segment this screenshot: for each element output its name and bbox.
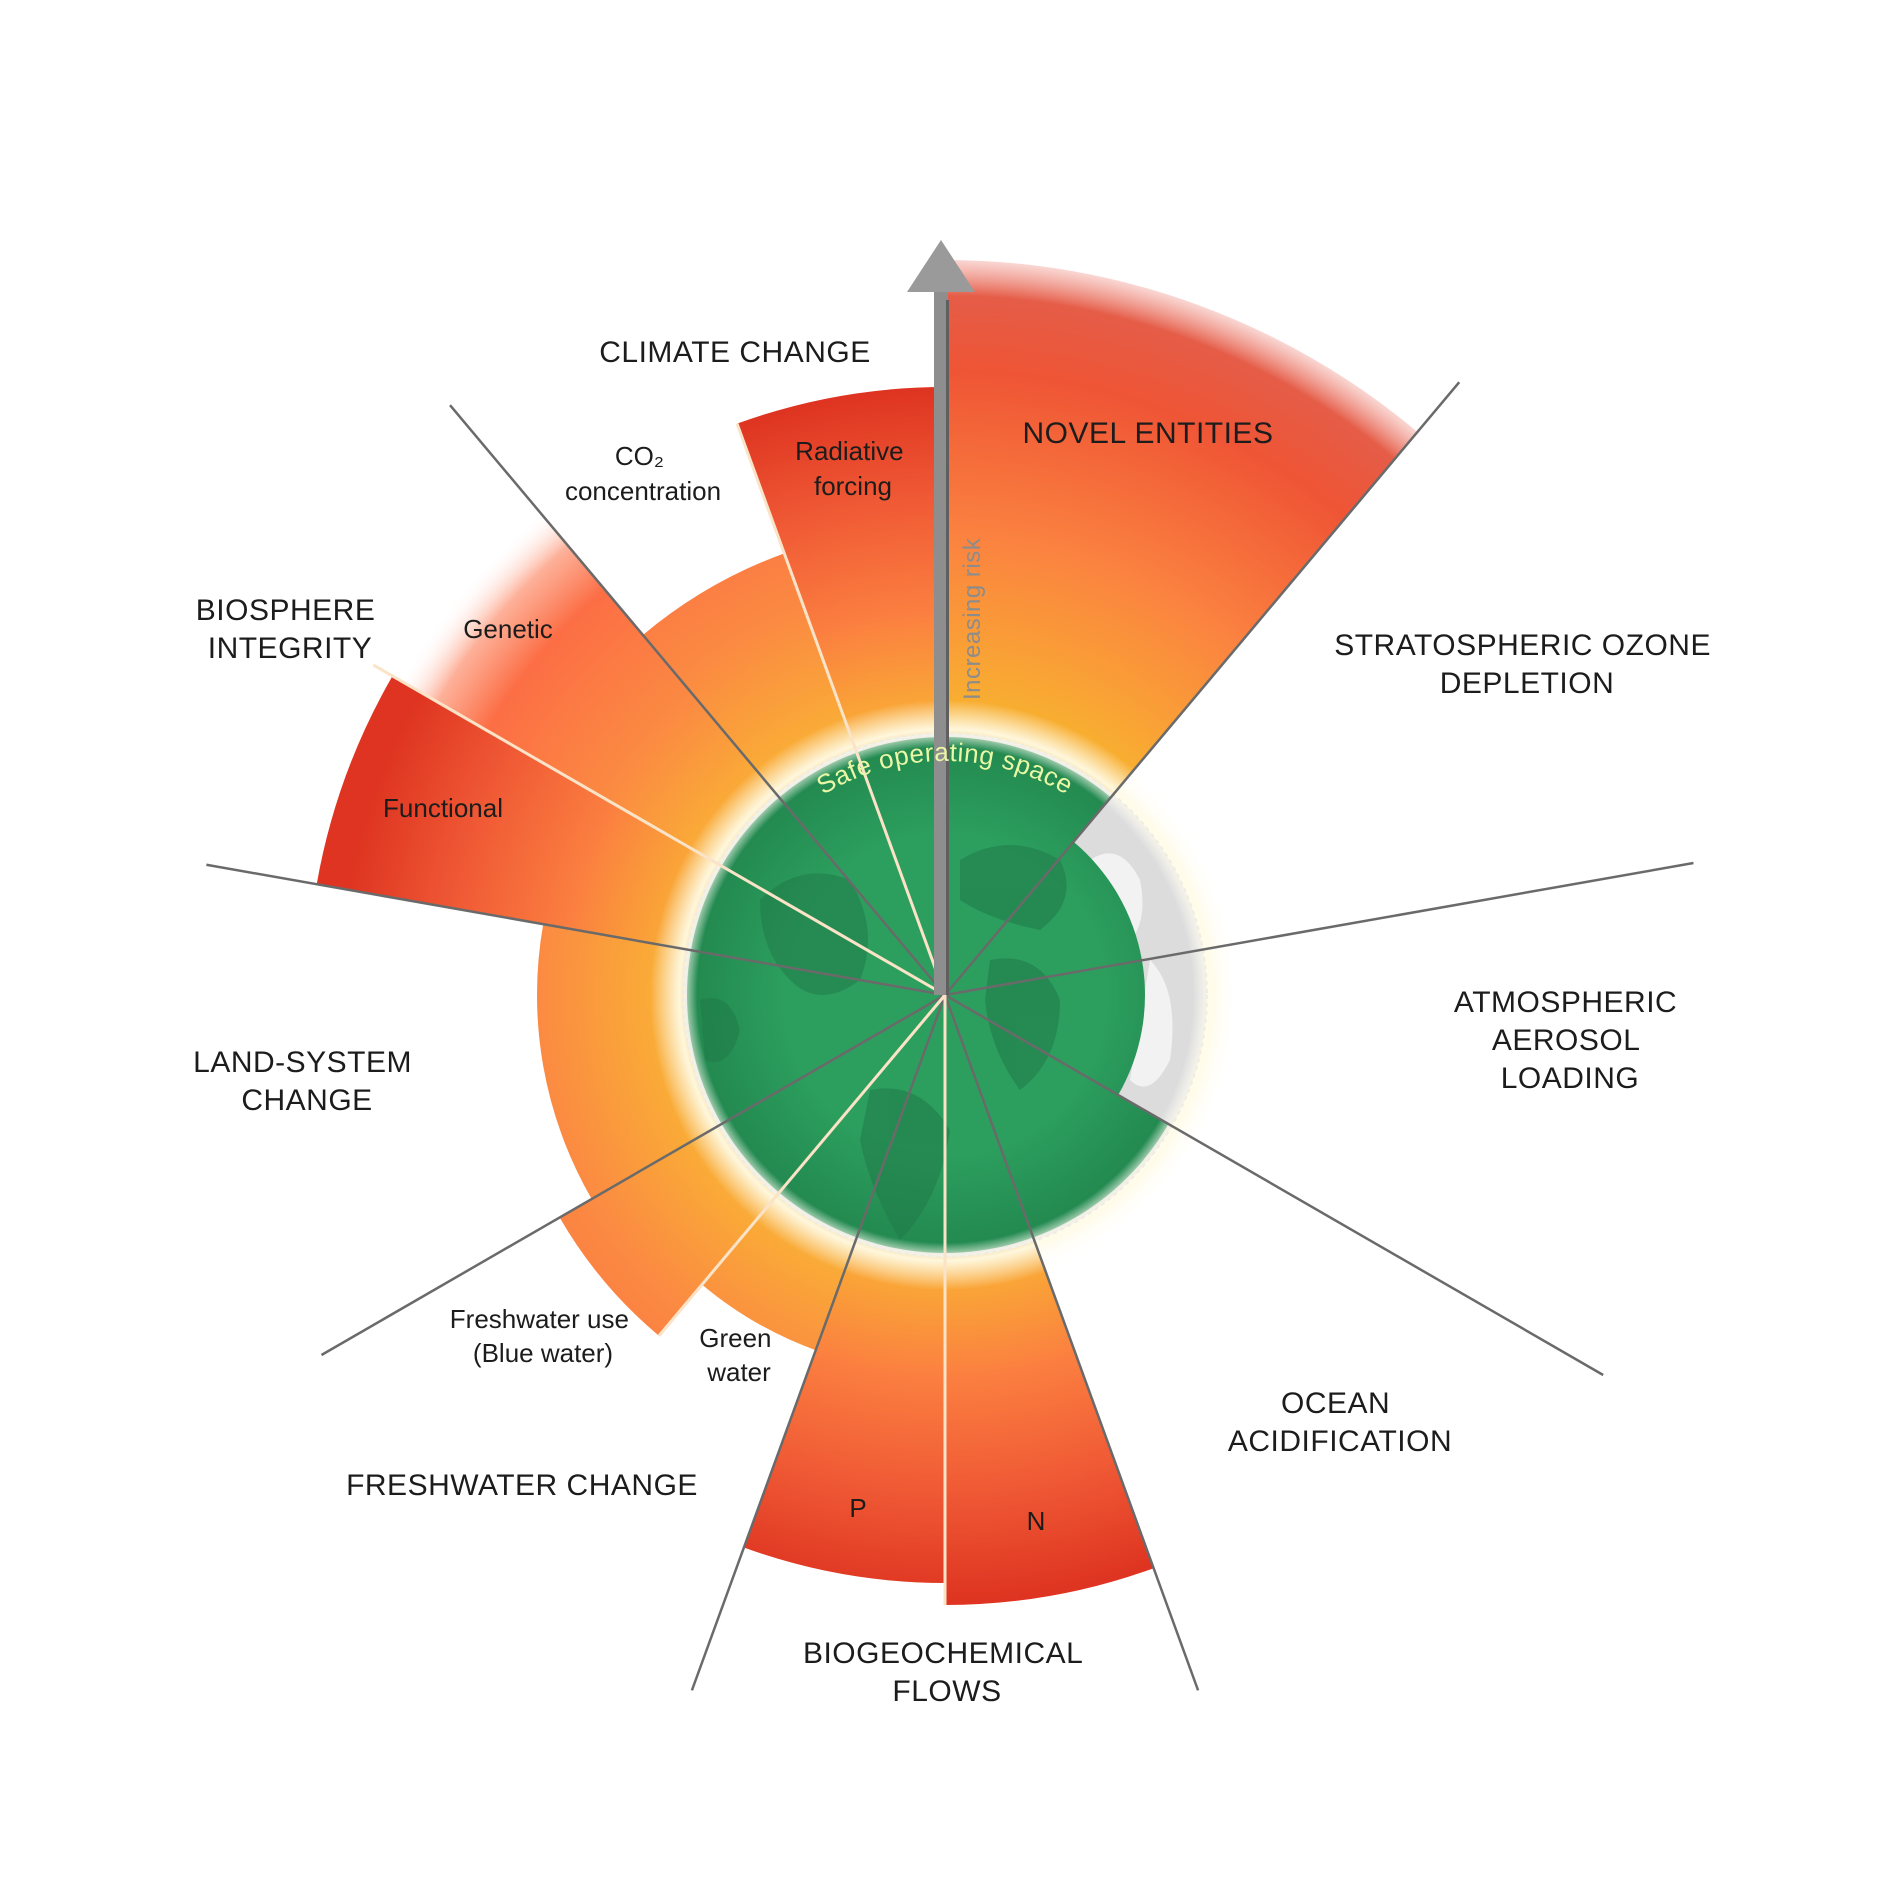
label-genetic: Genetic [463, 614, 553, 644]
label-land-system-change: LAND-SYSTEM CHANGE [193, 1046, 421, 1117]
label-aerosol-loading: ATMOSPHERIC AEROSOL LOADING [1454, 986, 1686, 1095]
sub-dividers [372, 423, 947, 1605]
sub-divider-line [372, 663, 946, 997]
label-ocean-acidification: OCEAN ACIDIFICATION [1228, 1387, 1452, 1458]
sector-dividers [206, 381, 1694, 1691]
divider-line [320, 993, 946, 1357]
divider-line [206, 863, 946, 997]
label-co2-concentration: CO₂ concentration [565, 441, 721, 506]
label-biosphere-integrity: BIOSPHERE INTEGRITY [196, 594, 384, 665]
divider-line [690, 994, 947, 1691]
sub-divider-line [657, 994, 947, 1337]
divider-line [944, 993, 1604, 1377]
divider-line [944, 381, 1461, 996]
label-nitrogen: N [1027, 1506, 1046, 1536]
increasing-risk-arrow [907, 240, 975, 995]
divider-line [943, 994, 1200, 1691]
label-functional: Functional [383, 793, 503, 823]
divider-line [944, 861, 1694, 997]
sub-divider-line [735, 423, 947, 996]
label-novel-entities: NOVEL ENTITIES [1023, 417, 1274, 450]
label-ozone-depletion: STRATOSPHERIC OZONE DEPLETION [1334, 629, 1720, 700]
divider-line [449, 404, 946, 996]
increasing-risk-label: Increasing risk [959, 537, 986, 700]
label-freshwater-change: FRESHWATER CHANGE [346, 1469, 698, 1502]
label-phosphorus: P [849, 1493, 866, 1523]
label-green-water: Green water [699, 1323, 779, 1387]
label-radiative-forcing: Radiative forcing [795, 436, 911, 501]
label-climate-change: CLIMATE CHANGE [599, 336, 870, 369]
label-blue-water: Freshwater use (Blue water) [450, 1304, 636, 1368]
label-biogeochemical-flows: BIOGEOCHEMICAL FLOWS [803, 1637, 1091, 1708]
